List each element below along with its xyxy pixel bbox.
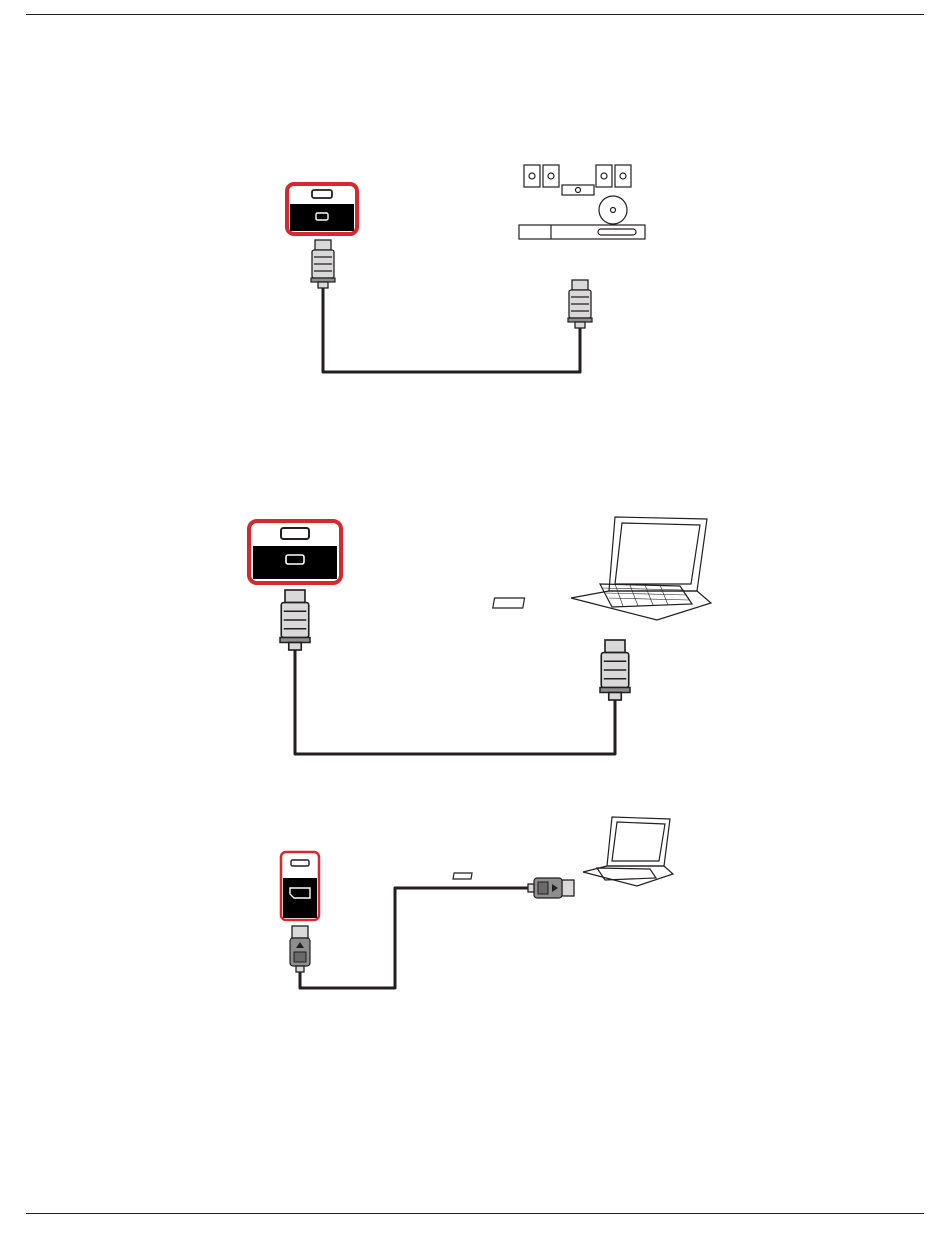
displayport-plug-icon — [528, 878, 574, 898]
hdmi-port-icon — [287, 184, 357, 234]
hdmi-plug-icon — [600, 640, 630, 700]
laptop-icon — [493, 517, 711, 620]
laptop-icon — [453, 817, 673, 886]
displayport-port-icon — [281, 852, 319, 920]
hdmi-plug-icon — [311, 240, 335, 288]
hdmi-cable — [323, 288, 580, 372]
hdmi-plug-icon — [280, 590, 310, 650]
hdmi-plug-icon — [568, 280, 592, 328]
diagram-hdmi-arc — [287, 165, 645, 372]
audio-system-icon — [519, 165, 645, 239]
hdmi-port-icon — [249, 521, 341, 583]
hdmi-cable — [295, 650, 615, 754]
displayport-cable — [300, 888, 528, 988]
diagram-hdmi-in — [249, 517, 711, 754]
displayport-plug-icon — [290, 926, 310, 972]
diagram-displayport-in — [281, 817, 673, 988]
